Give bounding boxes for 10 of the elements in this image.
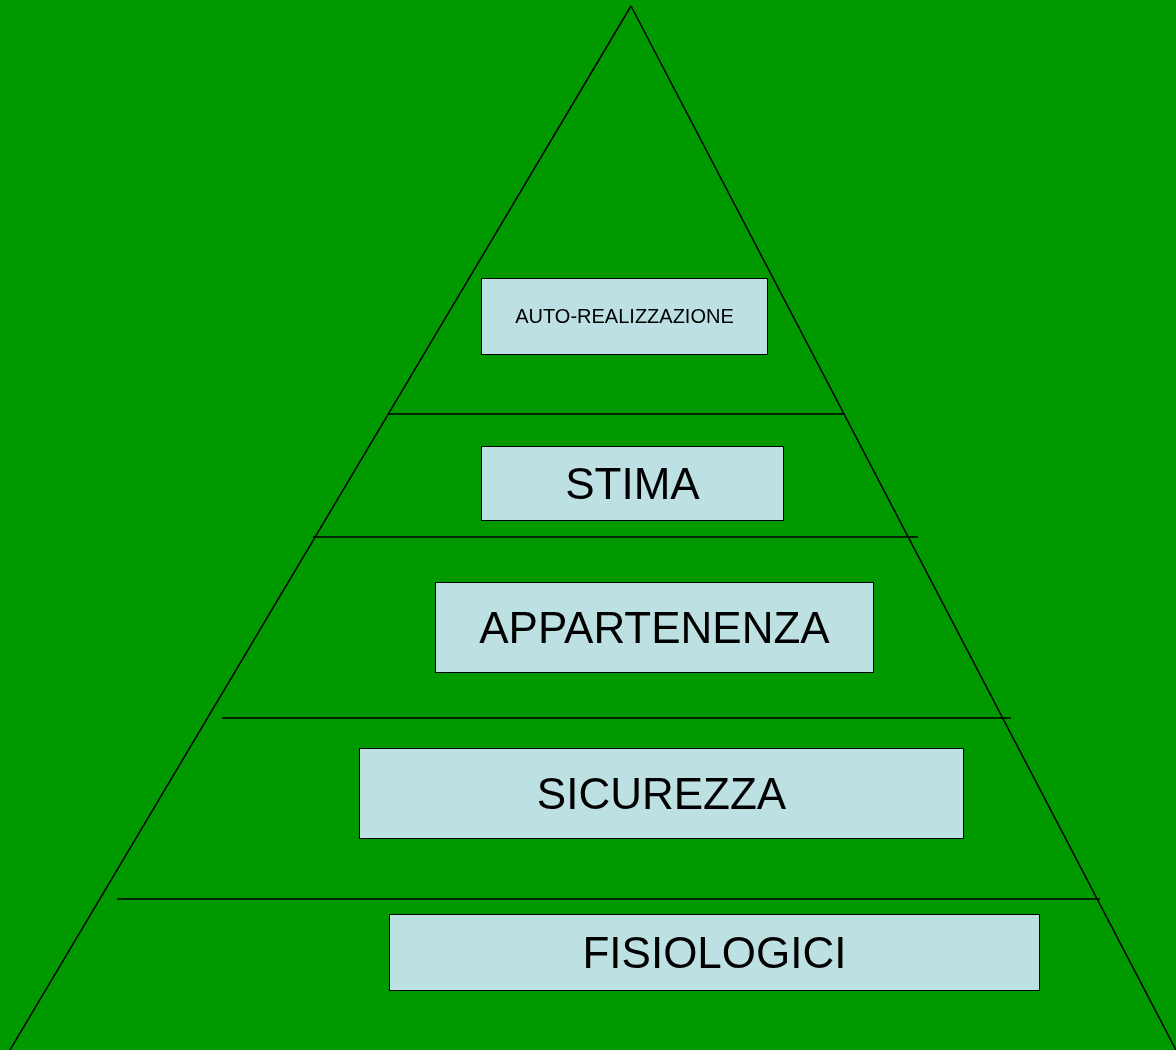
level-box bbox=[435, 582, 874, 673]
level-label: STIMA bbox=[565, 458, 700, 509]
level-box bbox=[481, 446, 784, 521]
level-label: AUTO-REALIZZAZIONE bbox=[515, 305, 734, 328]
level-label: APPARTENENZA bbox=[479, 602, 830, 653]
level-box bbox=[359, 748, 964, 839]
level-box bbox=[389, 914, 1040, 991]
level-label: SICUREZZA bbox=[536, 768, 787, 819]
level-label: FISIOLOGICI bbox=[582, 927, 847, 978]
level-box bbox=[481, 278, 768, 355]
